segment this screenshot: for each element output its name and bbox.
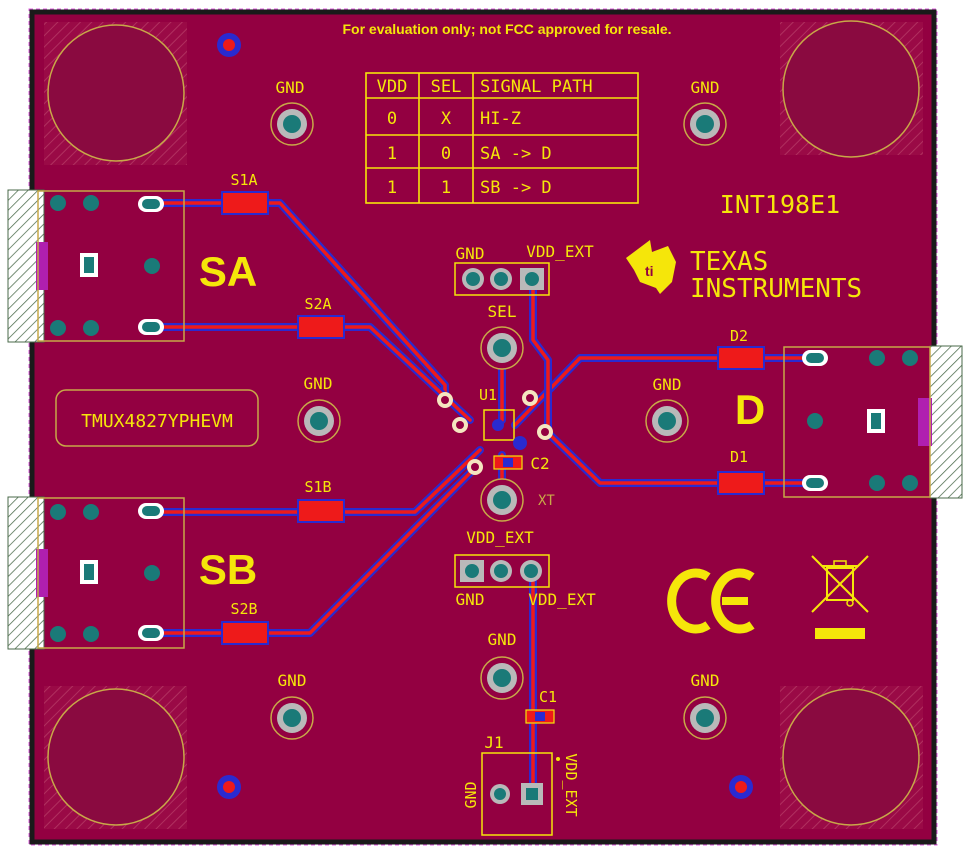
ce-mark-icon [667,568,755,634]
gnd-test-point[interactable] [683,696,727,740]
tt-cell: 1 [387,144,397,164]
ext-partial-label: XT [538,493,555,509]
brand-instruments: INSTRUMENTS [690,274,862,304]
j1-vdd-label: VDD_EXT [562,753,580,816]
tt-cell: SB -> D [480,178,552,198]
disclaimer-text: For evaluation only; not FCC approved fo… [342,21,671,37]
label-j1: J1 [484,733,503,752]
j1-power-connector[interactable] [481,752,560,836]
label-s2b: S2B [230,600,257,618]
header-top[interactable] [454,262,550,296]
label-c2: C2 [530,454,549,473]
sel-test-point[interactable] [480,326,524,370]
tt-cell: HI-Z [480,109,521,129]
tt-header-vdd: VDD [377,77,408,97]
label-s1a: S1A [230,171,257,189]
tt-cell: 0 [387,109,397,129]
tt-cell: 1 [387,178,397,198]
ti-logo: ti TEXAS INSTRUMENTS [626,240,862,304]
u1-chip [437,390,553,475]
gnd-test-point[interactable] [480,656,524,700]
header-bottom-vdd-label: VDD_EXT [466,528,534,547]
header-bottom-vdd-label-2: VDD_EXT [528,590,596,609]
sma-connector-d[interactable] [783,345,963,499]
weee-bin-icon [811,555,869,639]
c1-capacitor [525,709,555,724]
label-s1b: S1B [304,478,331,496]
tt-cell: X [441,109,452,129]
series-pads [221,191,765,645]
gnd-test-point[interactable] [645,399,689,443]
gnd-test-point[interactable] [270,102,314,146]
label-d: D [735,386,765,433]
header-top-gnd-label: GND [456,244,485,263]
truth-table: VDD SEL SIGNAL PATH 0 X HI-Z 1 0 SA -> D… [365,72,639,204]
svg-text:ti: ti [645,263,654,279]
label-d2: D2 [730,327,748,345]
label-d1: D1 [730,448,748,466]
sma-connector-sb[interactable] [7,496,185,650]
gnd-label: GND [691,78,720,97]
gnd-label: GND [276,78,305,97]
tt-cell: 0 [441,144,451,164]
label-s2a: S2A [304,295,331,313]
gnd-test-point[interactable] [270,696,314,740]
tt-cell: 1 [441,178,451,198]
sel-label: SEL [488,302,517,321]
c2-capacitor [493,455,523,470]
part-number: TMUX4827YPHEVM [81,411,233,432]
label-u1: U1 [479,386,497,404]
j1-gnd-label: GND [462,781,480,808]
fiducial-vias [217,33,753,799]
gnd-label: GND [278,671,307,690]
mounting-holes [44,20,923,829]
brand-texas: TEXAS [690,247,768,277]
board-id: INT198E1 [720,190,840,219]
header-bottom[interactable] [454,554,550,588]
header-top-vdd-label: VDD_EXT [526,242,594,261]
gnd-test-points [270,102,727,740]
gnd-label: GND [691,671,720,690]
label-sa: SA [199,248,257,295]
label-sb: SB [199,546,257,593]
part-number-box: TMUX4827YPHEVM [55,389,259,447]
gnd-label: GND [304,374,333,393]
sma-connector-sa[interactable] [7,189,185,343]
header-bottom-gnd-label: GND [456,590,485,609]
gnd-test-point[interactable] [683,102,727,146]
tt-cell: SA -> D [480,144,552,164]
vdd-ext-test-point[interactable] [480,478,524,522]
gnd-label: GND [488,630,517,649]
gnd-label: GND [653,375,682,394]
label-c1: C1 [539,688,557,706]
gnd-test-point[interactable] [297,399,341,443]
ti-logo-icon [626,240,676,294]
tt-header-sel: SEL [431,77,462,97]
tt-header-path: SIGNAL PATH [480,77,593,97]
